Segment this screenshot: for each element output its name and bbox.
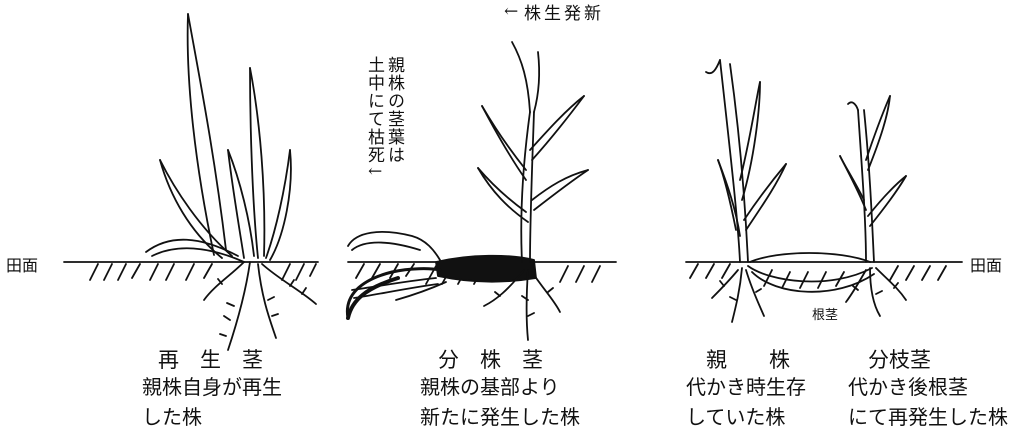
panel3-parent-title: 親 株 [706,348,790,372]
panel3-branch-plant [839,95,907,317]
panel2-description: 親株の基部より 新たに発生した株 [420,375,580,429]
panel2-new-plant-annotation: 新 発 生 株 ↓ [500,4,600,22]
panel3-ground-line [685,261,963,289]
panel2-title: 分 株 茎 [438,348,543,372]
panel1-description: 親株自身が再生 した株 [142,375,282,429]
ground-label-left: 田面 [6,256,39,275]
ground-label-right: 田面 [970,256,1003,275]
rhizome-label: 根茎 [812,308,839,323]
panel1-title: 再 生 茎 [158,348,263,372]
panel3-branch-title: 分枝茎 [868,348,931,372]
panel3-rhizome [747,252,875,293]
panel1-plant [145,13,317,351]
panel3-parent-description: 代かき時生存 していた株 [686,375,806,429]
panel2-plant [345,41,589,341]
panel1-ground-line [63,261,319,281]
panel3-branch-description: 代かき後根茎 にて再発生した株 [848,375,1008,429]
panel2-parent-annotation: 親株の茎葉は 土中にて枯死↓ [364,56,404,180]
panel3-parent-plant [705,59,787,323]
